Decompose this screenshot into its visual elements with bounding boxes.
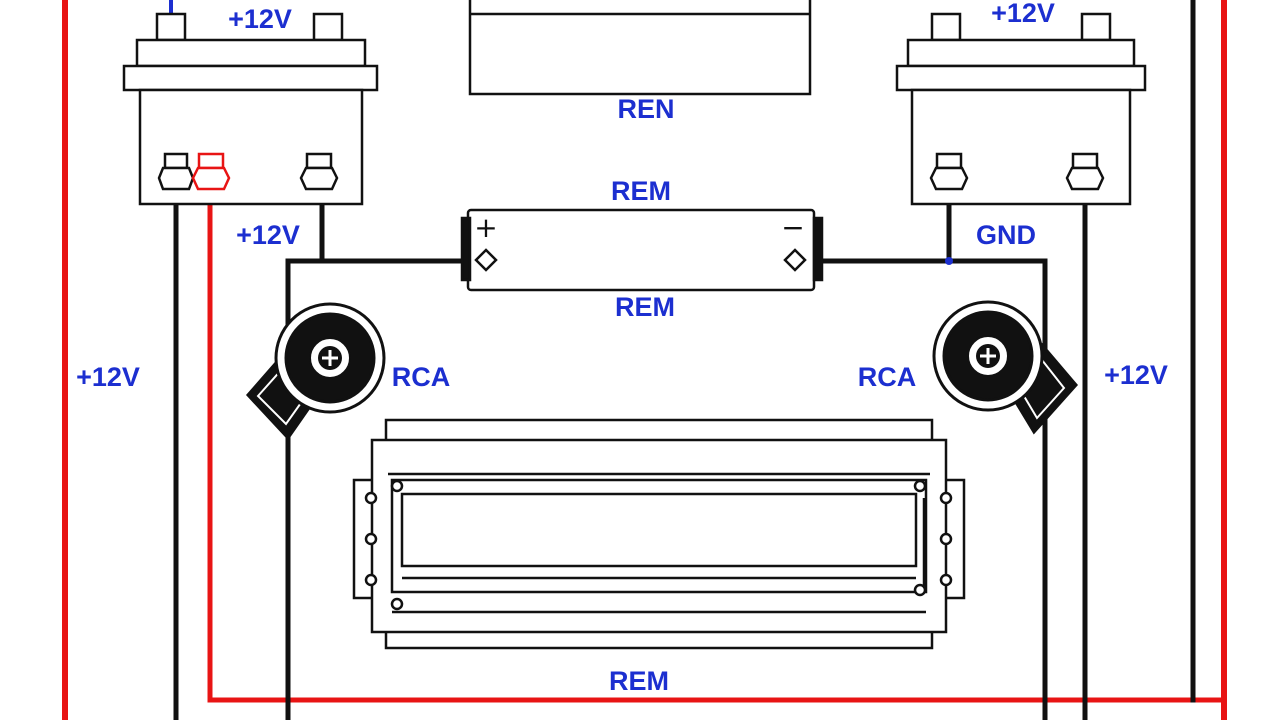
- terminal-left-red: [191, 152, 231, 191]
- amplifier-screws: [364, 479, 953, 611]
- battery-terminals: [157, 152, 1105, 191]
- amplifier: [352, 418, 966, 650]
- black-wire-right-loop: [819, 258, 1048, 723]
- rem-relay: [460, 208, 824, 292]
- right-battery-post-left: [930, 12, 962, 42]
- right-battery-post-right: [1080, 12, 1112, 42]
- terminal-left-2: [299, 152, 339, 191]
- top-center-box: [468, 0, 812, 96]
- left-battery-post-right: [312, 12, 344, 42]
- label-rem-above-relay: REM: [611, 176, 671, 206]
- left-battery-post-left: [155, 12, 187, 42]
- label-left-feed-12v: +12V: [236, 220, 300, 250]
- label-top-left-battery-12v: +12V: [228, 4, 292, 34]
- relay-contact-right: [783, 248, 807, 272]
- terminal-right-1: [929, 152, 969, 191]
- label-left-rail-12v: +12V: [76, 362, 140, 392]
- terminal-right-2: [1065, 152, 1105, 191]
- label-right-rail-12v: +12V: [1104, 360, 1168, 390]
- black-wire-left-loop: [285, 258, 465, 723]
- signal-wires: [169, 0, 1196, 723]
- label-rem-bottom: REM: [609, 666, 669, 696]
- relay-contact-left: [474, 248, 498, 272]
- terminal-left-1: [157, 152, 195, 191]
- label-rem-below-relay: REM: [615, 292, 675, 322]
- label-top-box-ren: REN: [617, 94, 675, 124]
- red-feed-wire: [207, 195, 1227, 703]
- power-wires: [62, 0, 1227, 723]
- rca-jack-right: [932, 300, 1078, 435]
- label-rca-left: RCA: [391, 362, 451, 392]
- plus-terminal-symbol: +: [474, 211, 498, 244]
- label-top-right-battery-12v: +12V: [991, 0, 1055, 28]
- minus-terminal-symbol: −: [781, 211, 805, 244]
- rca-jack-left: [245, 302, 386, 441]
- label-gnd: GND: [976, 220, 1036, 250]
- gnd-junction-dot: [945, 257, 953, 265]
- label-rca-right: RCA: [857, 362, 917, 392]
